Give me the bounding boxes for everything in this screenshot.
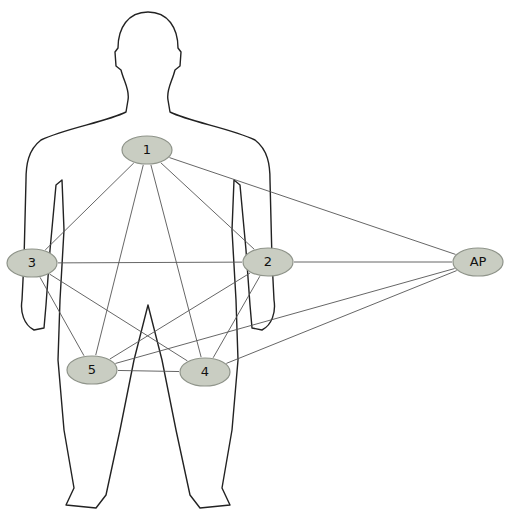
node-number: 2 — [264, 255, 272, 269]
sensor-node: AP — [452, 247, 504, 277]
connection-line — [96, 165, 144, 355]
sensor-node: 5 — [66, 355, 118, 385]
connection-line — [226, 271, 456, 364]
connection-line — [169, 158, 455, 255]
sensor-node: 4 — [179, 357, 231, 387]
connection-line — [294, 262, 452, 263]
node-number: AP — [470, 255, 487, 269]
node-ellipse-shape — [7, 249, 57, 277]
connection-line — [118, 370, 179, 371]
sensor-node: 3 — [6, 248, 58, 278]
connection-line — [40, 277, 84, 355]
connection-line — [110, 273, 250, 359]
connection-line — [161, 163, 254, 250]
node-number: 5 — [88, 363, 96, 377]
node-ellipse-shape — [180, 358, 230, 386]
sensor-node: 2 — [242, 247, 294, 277]
node-ellipse-shape — [67, 356, 117, 384]
node-number: 3 — [28, 256, 36, 270]
human-silhouette — [22, 12, 275, 508]
node-number: 1 — [143, 143, 151, 157]
sensor-node: 1 — [121, 135, 173, 165]
node-ellipse-shape — [122, 136, 172, 164]
connection-line — [115, 269, 454, 364]
connection-line — [58, 262, 242, 264]
connection-line — [45, 163, 134, 250]
connection-line — [50, 274, 188, 361]
connection-line — [151, 165, 201, 357]
node-ellipse-shape — [453, 248, 503, 276]
node-ellipse-shape — [243, 248, 293, 276]
node-number: 4 — [201, 365, 209, 379]
connection-line — [213, 276, 260, 358]
